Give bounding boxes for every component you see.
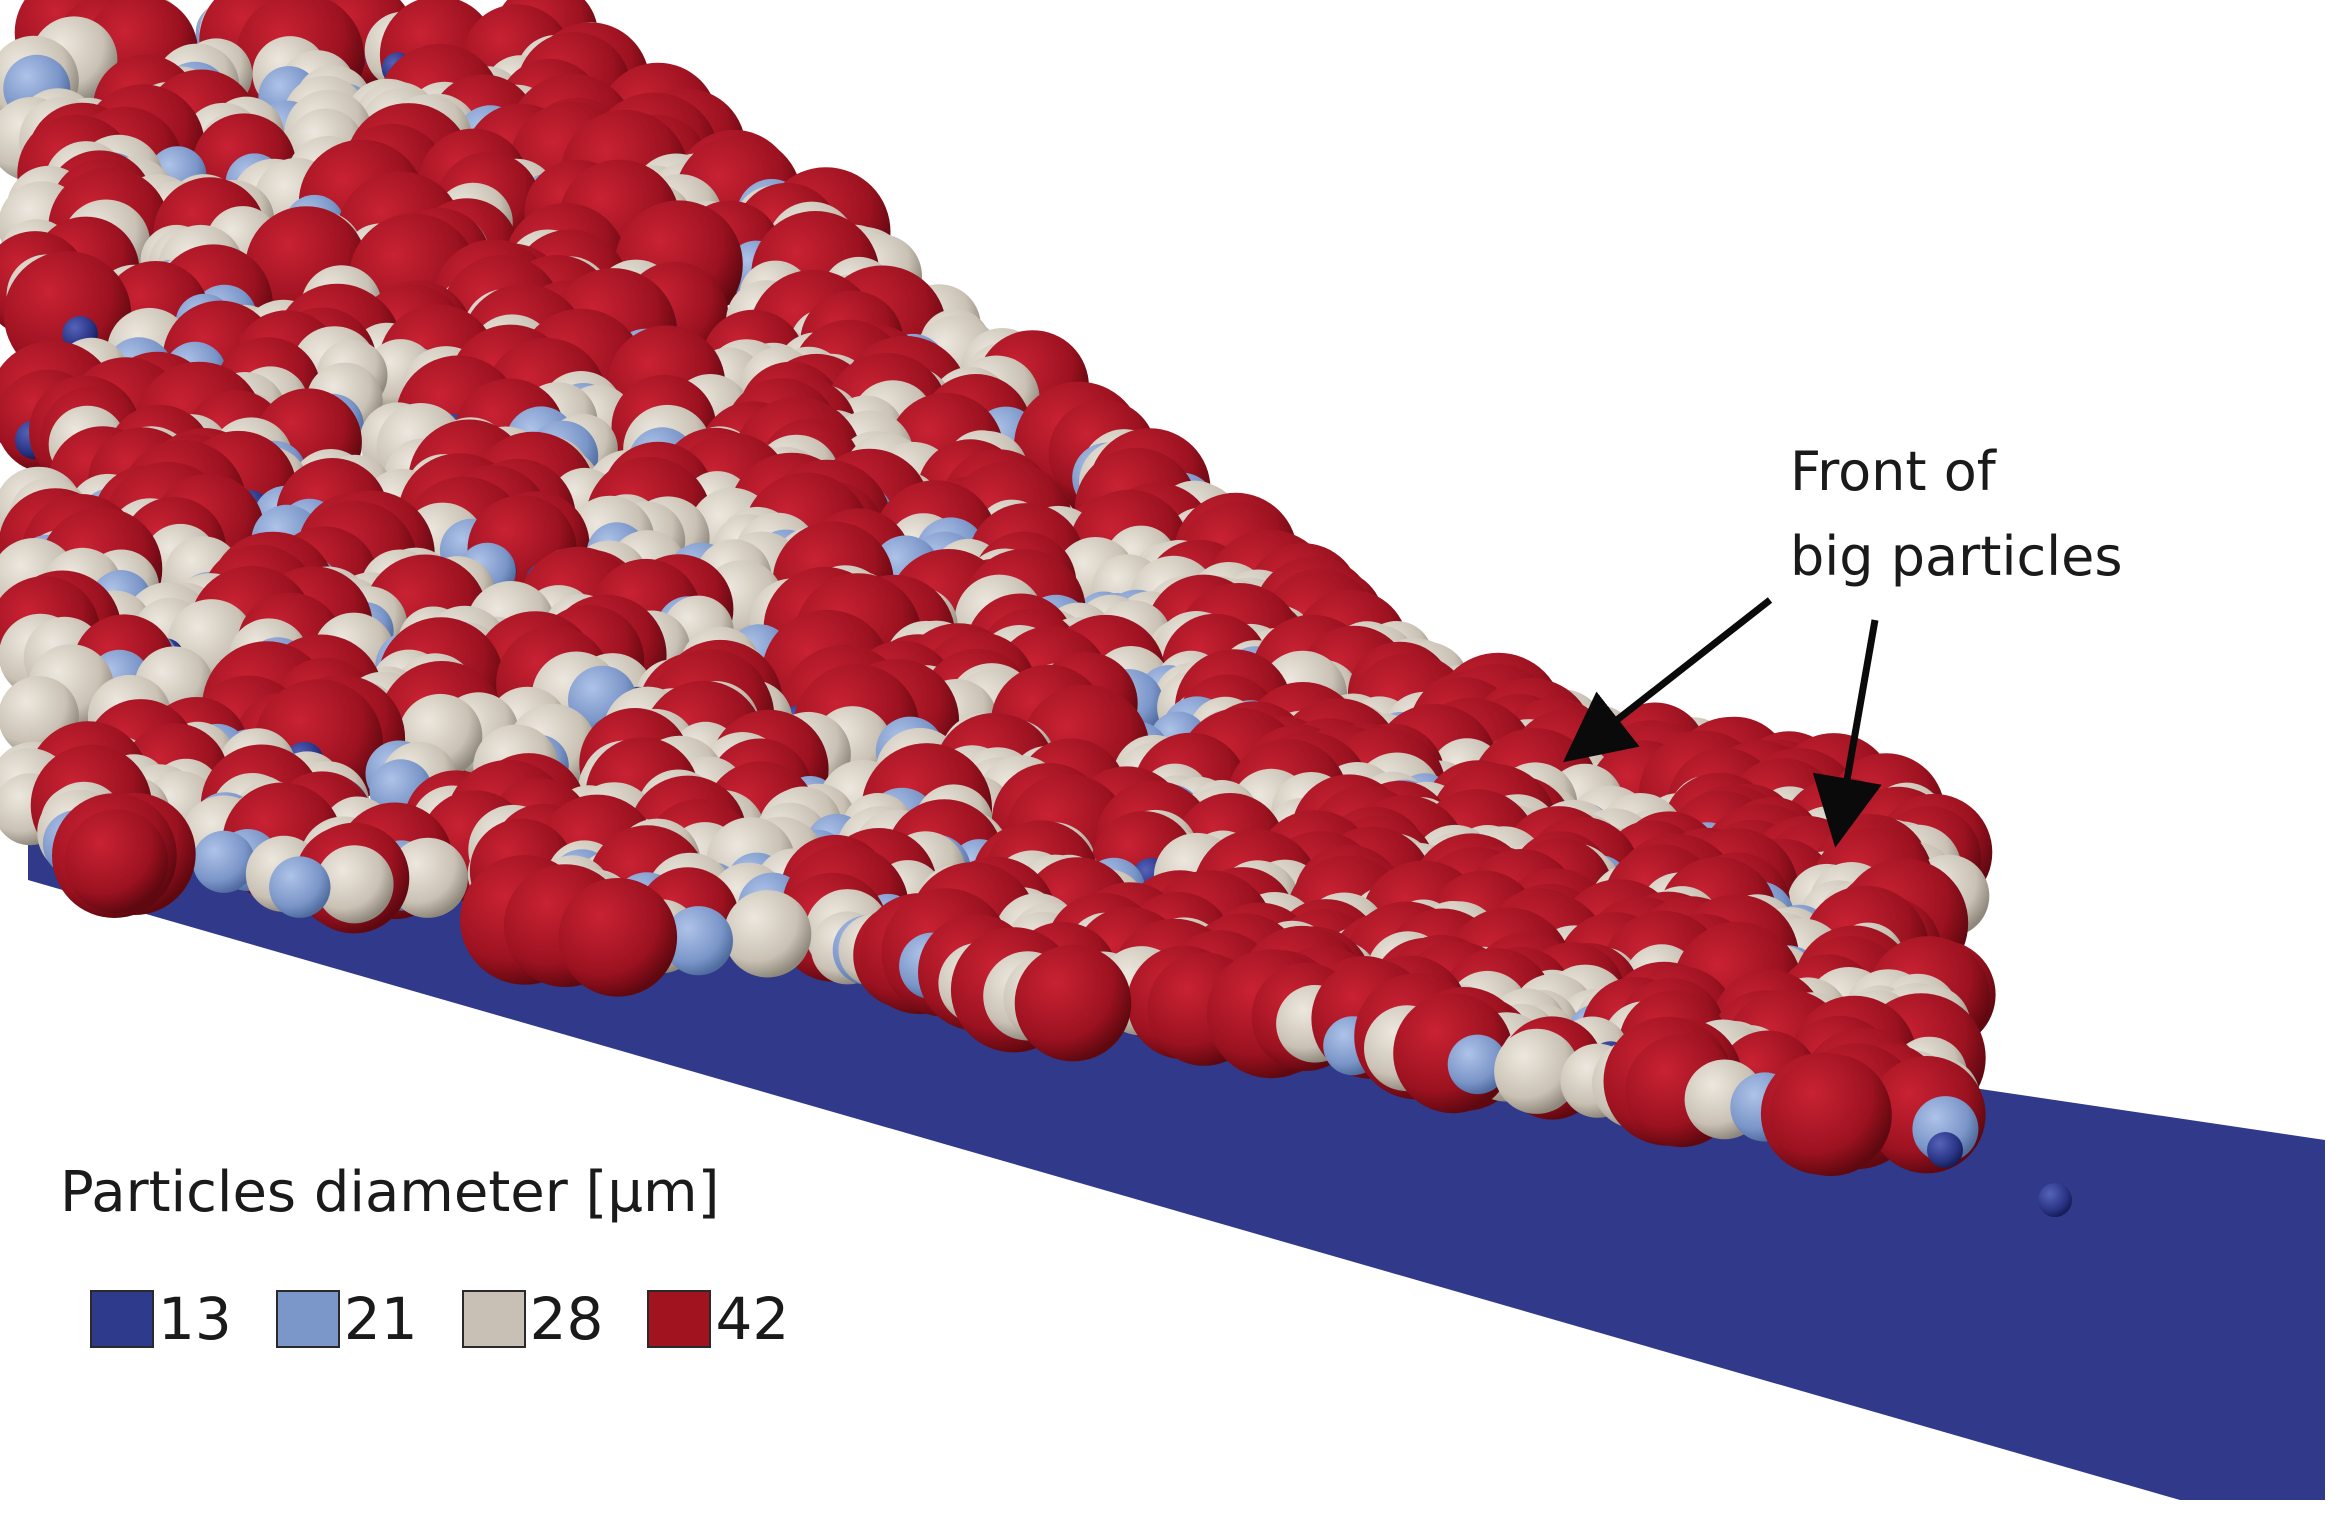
particle-medium [269, 856, 331, 918]
particle-large [315, 845, 394, 924]
legend-swatch-28 [461, 1290, 526, 1348]
legend-item-42: 42 [647, 1285, 789, 1353]
annotation-text-line1: Front of [1790, 440, 1998, 503]
legend-label-13: 13 [158, 1285, 232, 1353]
legend-label-42: 42 [715, 1285, 790, 1353]
legend-item-21: 21 [275, 1285, 418, 1353]
legend-item-28: 28 [461, 1285, 604, 1353]
particle-xlarge [1769, 1053, 1892, 1177]
legend-label-28: 28 [529, 1285, 604, 1353]
particle-small [2038, 1183, 2072, 1217]
particle-pile [0, 0, 2072, 1217]
particle-xlarge [64, 809, 169, 913]
particle-large [387, 837, 468, 918]
particle-xlarge [1014, 944, 1132, 1062]
legend-item-13: 13 [90, 1285, 232, 1353]
particle-large [723, 890, 812, 978]
particle-medium [1447, 1034, 1508, 1095]
particle-small [1927, 1132, 1963, 1168]
legend-title: Particles diameter [μm] [60, 1160, 720, 1225]
legend-label-21: 21 [343, 1285, 418, 1353]
annotation-arrow-right [1812, 619, 1882, 848]
legend-swatch-13 [90, 1290, 154, 1348]
particle-medium [663, 906, 734, 976]
annotation-text-line2: big particles [1790, 525, 2123, 588]
legend-swatch-42 [647, 1290, 712, 1348]
particle-xlarge [558, 878, 678, 997]
legend-swatch-21 [275, 1290, 340, 1348]
particle-large [1494, 1028, 1580, 1114]
legend: 13 21 28 42 [90, 1285, 789, 1353]
particle-medium [192, 830, 255, 893]
annotation-arrow-left [1562, 597, 1773, 763]
